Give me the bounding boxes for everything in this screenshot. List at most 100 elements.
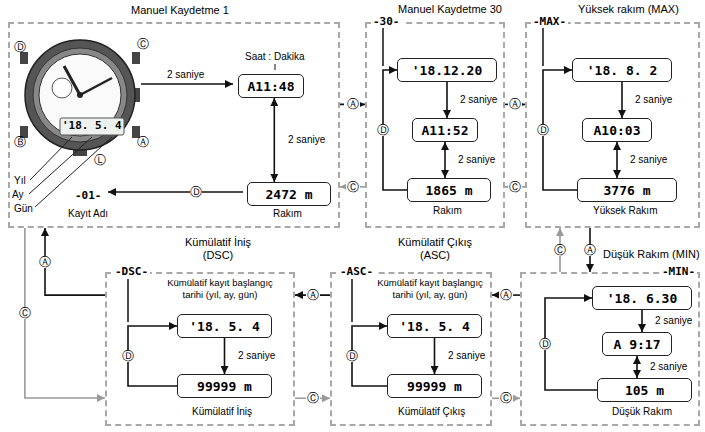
panel-heading: Kümülatif İniş (DSC) <box>177 236 259 262</box>
button-label: Ⓐ <box>306 289 320 301</box>
lcd-display: 2472 m <box>247 182 331 206</box>
lcd-display: '18.12.20 <box>397 58 497 82</box>
lcd-text: 2472 m <box>266 187 313 202</box>
transition-arrow <box>616 142 618 178</box>
duration-label: 2 saniye <box>649 361 688 373</box>
field-label: Rakım <box>433 205 462 217</box>
field-label: Kayıt Adı <box>68 208 108 220</box>
watch-subdial <box>52 78 72 98</box>
mode-code: -30- <box>371 15 402 28</box>
lcd-text: A10:03 <box>594 123 641 138</box>
lcd-text: 1865 m <box>426 183 473 198</box>
field-label: Rakım <box>273 208 302 220</box>
duration-label: 2 saniye <box>447 350 486 362</box>
lcd-display: '18. 5. 4 <box>177 314 272 338</box>
transition-arrow <box>621 82 623 118</box>
duration-label: 2 saniye <box>287 134 326 146</box>
panel-heading: Düşük Rakım (MIN) <box>602 248 701 261</box>
button-label: Ⓓ <box>376 124 390 136</box>
lcd-display: A10:03 <box>582 118 652 142</box>
duration-label: 2 saniye <box>459 94 498 106</box>
lcd-text: A 9:17 <box>614 337 661 352</box>
button-label: Ⓒ <box>306 392 320 404</box>
transition-arrow <box>545 298 597 390</box>
lcd-display: '18. 6.30 <box>592 286 692 310</box>
duration-label: 2 saniye <box>634 94 673 106</box>
lcd-text: '18. 5. 4 <box>189 319 259 334</box>
transition-arrow <box>641 310 643 332</box>
lcd-text: '18. 5. 4 <box>399 319 469 334</box>
transition-arrow <box>273 98 275 182</box>
lcd-text: 99999 m <box>407 379 462 394</box>
minute-hand <box>80 78 112 95</box>
field-label: Yıl <box>14 175 26 187</box>
button-label: Ⓐ <box>508 98 522 110</box>
transition-arrow <box>128 326 177 386</box>
button-label: Ⓓ <box>536 124 550 136</box>
button-label: Ⓒ <box>18 307 32 319</box>
button-label: Ⓓ <box>190 186 202 198</box>
watch-button <box>20 52 28 64</box>
transition-arrow <box>224 338 226 374</box>
watch-face <box>39 54 121 136</box>
panel-heading: Kümülatif Çıkış (ASC) <box>394 236 476 262</box>
duration-label: 2 saniye <box>237 350 276 362</box>
lcd-display: '18. 5. 4 <box>387 314 482 338</box>
field-label: Kümülatif kayıt başlangıç tarihi (yıl, a… <box>160 277 280 301</box>
lcd-text: 3776 m <box>604 183 651 198</box>
duration-label: 2 saniye <box>167 69 204 81</box>
button-label: Ⓒ <box>137 38 149 50</box>
button-label: Ⓒ <box>499 392 513 404</box>
transition-arrow <box>444 142 446 178</box>
watch-pivot <box>77 92 83 98</box>
lcd-text: '18. 6.30 <box>607 291 677 306</box>
button-label: Ⓐ <box>499 289 513 301</box>
leader-lines <box>29 137 112 207</box>
field-label: Düşük Rakım <box>612 406 672 418</box>
watch-bezel <box>33 48 127 142</box>
button-label: Ⓛ <box>94 154 106 166</box>
transition-arrow <box>446 82 448 118</box>
field-label: Kümülatif İniş <box>192 406 252 418</box>
duration-label: 2 saniye <box>457 154 496 166</box>
panel-heading: Manuel Kaydetme 1 <box>130 4 230 17</box>
transition-arrow <box>25 228 105 398</box>
leader-line <box>275 64 276 70</box>
hour-hand <box>64 66 80 95</box>
transition-arrow <box>45 228 105 295</box>
button-label: Ⓒ <box>508 181 522 193</box>
button-label: Ⓓ <box>14 41 26 53</box>
field-label: Kümülatif Çıkış <box>398 406 465 418</box>
duration-label: 2 saniye <box>629 154 668 166</box>
panel-heading: Yüksek rakım (MAX) <box>577 3 680 16</box>
transition-arrow <box>434 338 436 374</box>
lcd-display: A11:48 <box>238 74 304 98</box>
lcd-text: 105 m <box>625 383 664 398</box>
button-label: Ⓒ <box>553 244 567 256</box>
field-label: Gün <box>14 203 33 215</box>
button-label: Ⓑ <box>14 136 26 148</box>
lcd-text: 99999 m <box>197 379 252 394</box>
button-label: Ⓐ <box>583 244 597 256</box>
watch-button <box>132 52 140 64</box>
mode-code: -MIN- <box>660 265 697 278</box>
field-label: Ay <box>12 189 24 201</box>
watch-case <box>25 40 135 150</box>
lcd-text: A11:48 <box>248 79 295 94</box>
step-arrow <box>108 191 243 193</box>
duration-label: 2 saniye <box>654 315 693 327</box>
lcd-text: '18. 8. 2 <box>587 63 657 78</box>
record-name: -01- <box>75 190 102 202</box>
button-label: Ⓐ <box>137 136 149 148</box>
lcd-display: 105 m <box>597 378 692 402</box>
button-label: Ⓐ <box>38 256 52 268</box>
lcd-display: A 9:17 <box>602 332 672 356</box>
field-label: Saat : Dakika <box>245 51 304 63</box>
mode-code: -MAX- <box>531 15 568 28</box>
watch-drawing <box>20 40 140 156</box>
button-label: Ⓓ <box>121 350 135 362</box>
field-label: Yüksek Rakım <box>593 205 657 217</box>
button-label: Ⓒ <box>346 181 360 193</box>
lcd-display: '18. 8. 2 <box>572 58 672 82</box>
lcd-text: A11:52 <box>422 123 469 138</box>
